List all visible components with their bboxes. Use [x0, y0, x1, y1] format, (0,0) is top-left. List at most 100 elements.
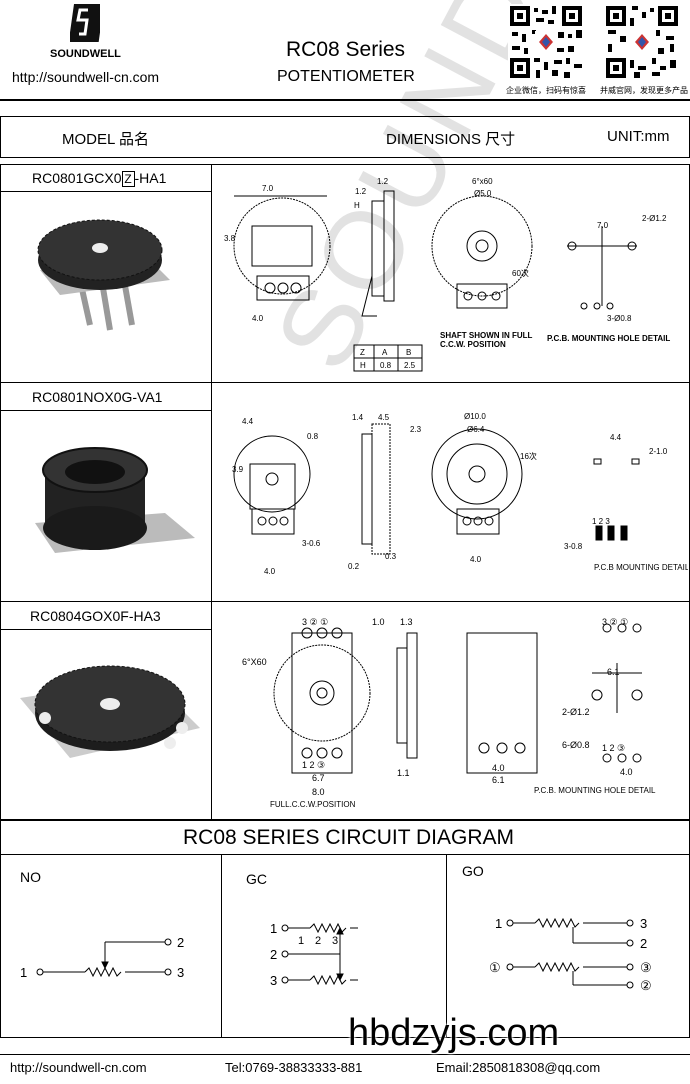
- svg-text:③: ③: [640, 960, 652, 975]
- svg-text:1: 1: [20, 965, 27, 980]
- svg-text:1.1: 1.1: [397, 768, 410, 778]
- model-3: RC0804GOX0F-HA3: [30, 608, 161, 624]
- svg-text:4.0: 4.0: [264, 567, 276, 576]
- footer-url[interactable]: http://soundwell-cn.com: [10, 1060, 147, 1075]
- svg-text:3 ② ①: 3 ② ①: [602, 617, 628, 627]
- footer-tel: Tel:0769-38833333-881: [225, 1060, 363, 1075]
- svg-text:3-Ø0.8: 3-Ø0.8: [607, 314, 632, 323]
- svg-text:3: 3: [177, 965, 184, 980]
- svg-text:1 2 ③: 1 2 ③: [302, 760, 325, 770]
- svg-text:0.8: 0.8: [307, 432, 319, 441]
- svg-text:4.0: 4.0: [492, 763, 505, 773]
- header-rule: [0, 99, 690, 101]
- row1-table-r1: H: [360, 361, 366, 370]
- page-title: RC08 Series: [286, 38, 406, 61]
- row3-note: FULL.C.C.W.POSITION: [270, 800, 356, 809]
- svg-text:6.1: 6.1: [492, 775, 505, 785]
- svg-text:2: 2: [640, 936, 647, 951]
- circuit-label-no: NO: [20, 869, 41, 885]
- row1-pcb-label: P.C.B. MOUNTING HOLE DETAIL: [547, 334, 670, 343]
- svg-text:7.0: 7.0: [597, 221, 609, 230]
- soundwell-logo-icon: [68, 4, 104, 42]
- svg-text:1: 1: [495, 916, 502, 931]
- svg-text:2: 2: [270, 947, 277, 962]
- row1-note-2: C.C.W. POSITION: [440, 340, 506, 349]
- circuit-label-gc: GC: [246, 871, 267, 887]
- row1-note-1: SHAFT SHOWN IN FULL: [440, 331, 533, 340]
- svg-text:6°X60: 6°X60: [242, 657, 267, 667]
- row1-table-h3: B: [406, 348, 411, 357]
- circuit-label-go: GO: [462, 863, 484, 879]
- page-subtitle: POTENTIOMETER: [277, 68, 415, 85]
- footer-email: Email:2850818308@qq.com: [436, 1060, 601, 1075]
- svg-text:7.0: 7.0: [262, 184, 274, 193]
- svg-text:6.1: 6.1: [607, 667, 620, 677]
- header-dimensions: DIMENSIONS 尺寸: [386, 131, 516, 148]
- qr-caption-2: 并威官网，发现更多产品: [600, 86, 688, 95]
- svg-text:2-Ø1.2: 2-Ø1.2: [642, 214, 667, 223]
- svg-text:4.4: 4.4: [610, 433, 622, 442]
- row1-table-r3: 2.5: [404, 361, 416, 370]
- circuit-title-divider: [0, 854, 690, 855]
- svg-text:3: 3: [332, 935, 338, 947]
- svg-text:1.2: 1.2: [355, 187, 367, 196]
- qr-code-1-icon: [508, 4, 584, 80]
- header-model: MODEL 品名: [62, 131, 149, 148]
- svg-text:6°x60: 6°x60: [472, 177, 493, 186]
- footer-overlay-text: hbdzyjs.com: [348, 1012, 560, 1054]
- svg-text:4.0: 4.0: [252, 314, 264, 323]
- row-divider: [0, 191, 211, 192]
- row1-table-h1: Z: [360, 348, 365, 357]
- row-divider: [0, 410, 211, 411]
- svg-text:8.0: 8.0: [312, 787, 325, 797]
- product-photo-1: [20, 200, 200, 345]
- header-unit: UNIT:mm: [607, 128, 670, 145]
- row1-table-r2: 0.8: [380, 361, 392, 370]
- svg-text:1.0: 1.0: [372, 617, 385, 627]
- col-divider: [211, 164, 212, 820]
- svg-text:①: ①: [489, 960, 501, 975]
- svg-text:Ø6.4: Ø6.4: [467, 425, 485, 434]
- model-1-suffix: -HA1: [134, 170, 167, 186]
- product-photo-2: [15, 428, 205, 583]
- svg-text:6-Ø0.8: 6-Ø0.8: [562, 740, 590, 750]
- svg-text:3 ② ①: 3 ② ①: [302, 617, 328, 627]
- svg-text:0.3: 0.3: [385, 552, 397, 561]
- model-1-prefix: RC0801GCX0: [32, 170, 122, 186]
- circuit-col-divider: [446, 854, 447, 1038]
- row-divider: [0, 601, 690, 602]
- header-url[interactable]: http://soundwell-cn.com: [12, 69, 160, 85]
- row3-pcb-label: P.C.B. MOUNTING HOLE DETAIL: [534, 786, 656, 795]
- svg-text:②: ②: [640, 978, 652, 993]
- model-2: RC0801NOX0G-VA1: [32, 389, 163, 405]
- svg-text:4.0: 4.0: [620, 767, 633, 777]
- row-divider: [0, 629, 211, 630]
- qr-code-2-icon: [604, 4, 680, 80]
- svg-text:3-0.8: 3-0.8: [564, 542, 583, 551]
- svg-text:2: 2: [177, 935, 184, 950]
- row2-pcb-label: P.C.B MOUNTING DETAIL: [594, 563, 688, 572]
- model-1-box: Z: [121, 171, 135, 187]
- svg-text:1: 1: [270, 921, 277, 936]
- svg-text:2.3: 2.3: [410, 425, 422, 434]
- svg-text:16次: 16次: [520, 451, 537, 461]
- svg-text:1.4: 1.4: [352, 413, 364, 422]
- svg-text:60次: 60次: [512, 268, 529, 278]
- svg-text:4.5: 4.5: [378, 413, 390, 422]
- svg-text:2-Ø1.2: 2-Ø1.2: [562, 707, 590, 717]
- row1-table-h2: A: [382, 348, 388, 357]
- brand-name: SOUNDWELL: [50, 48, 121, 60]
- qr-caption-1: 企业微信，扫码有惊喜: [506, 86, 586, 95]
- svg-text:2-1.0: 2-1.0: [649, 447, 668, 456]
- svg-text:1 2 3: 1 2 3: [592, 517, 610, 526]
- circuit-no: 1 2 3: [20, 935, 184, 980]
- svg-text:6.7: 6.7: [312, 773, 325, 783]
- svg-text:1.3: 1.3: [400, 617, 413, 627]
- svg-text:3.9: 3.9: [232, 465, 244, 474]
- svg-text:Ø10.0: Ø10.0: [464, 412, 486, 421]
